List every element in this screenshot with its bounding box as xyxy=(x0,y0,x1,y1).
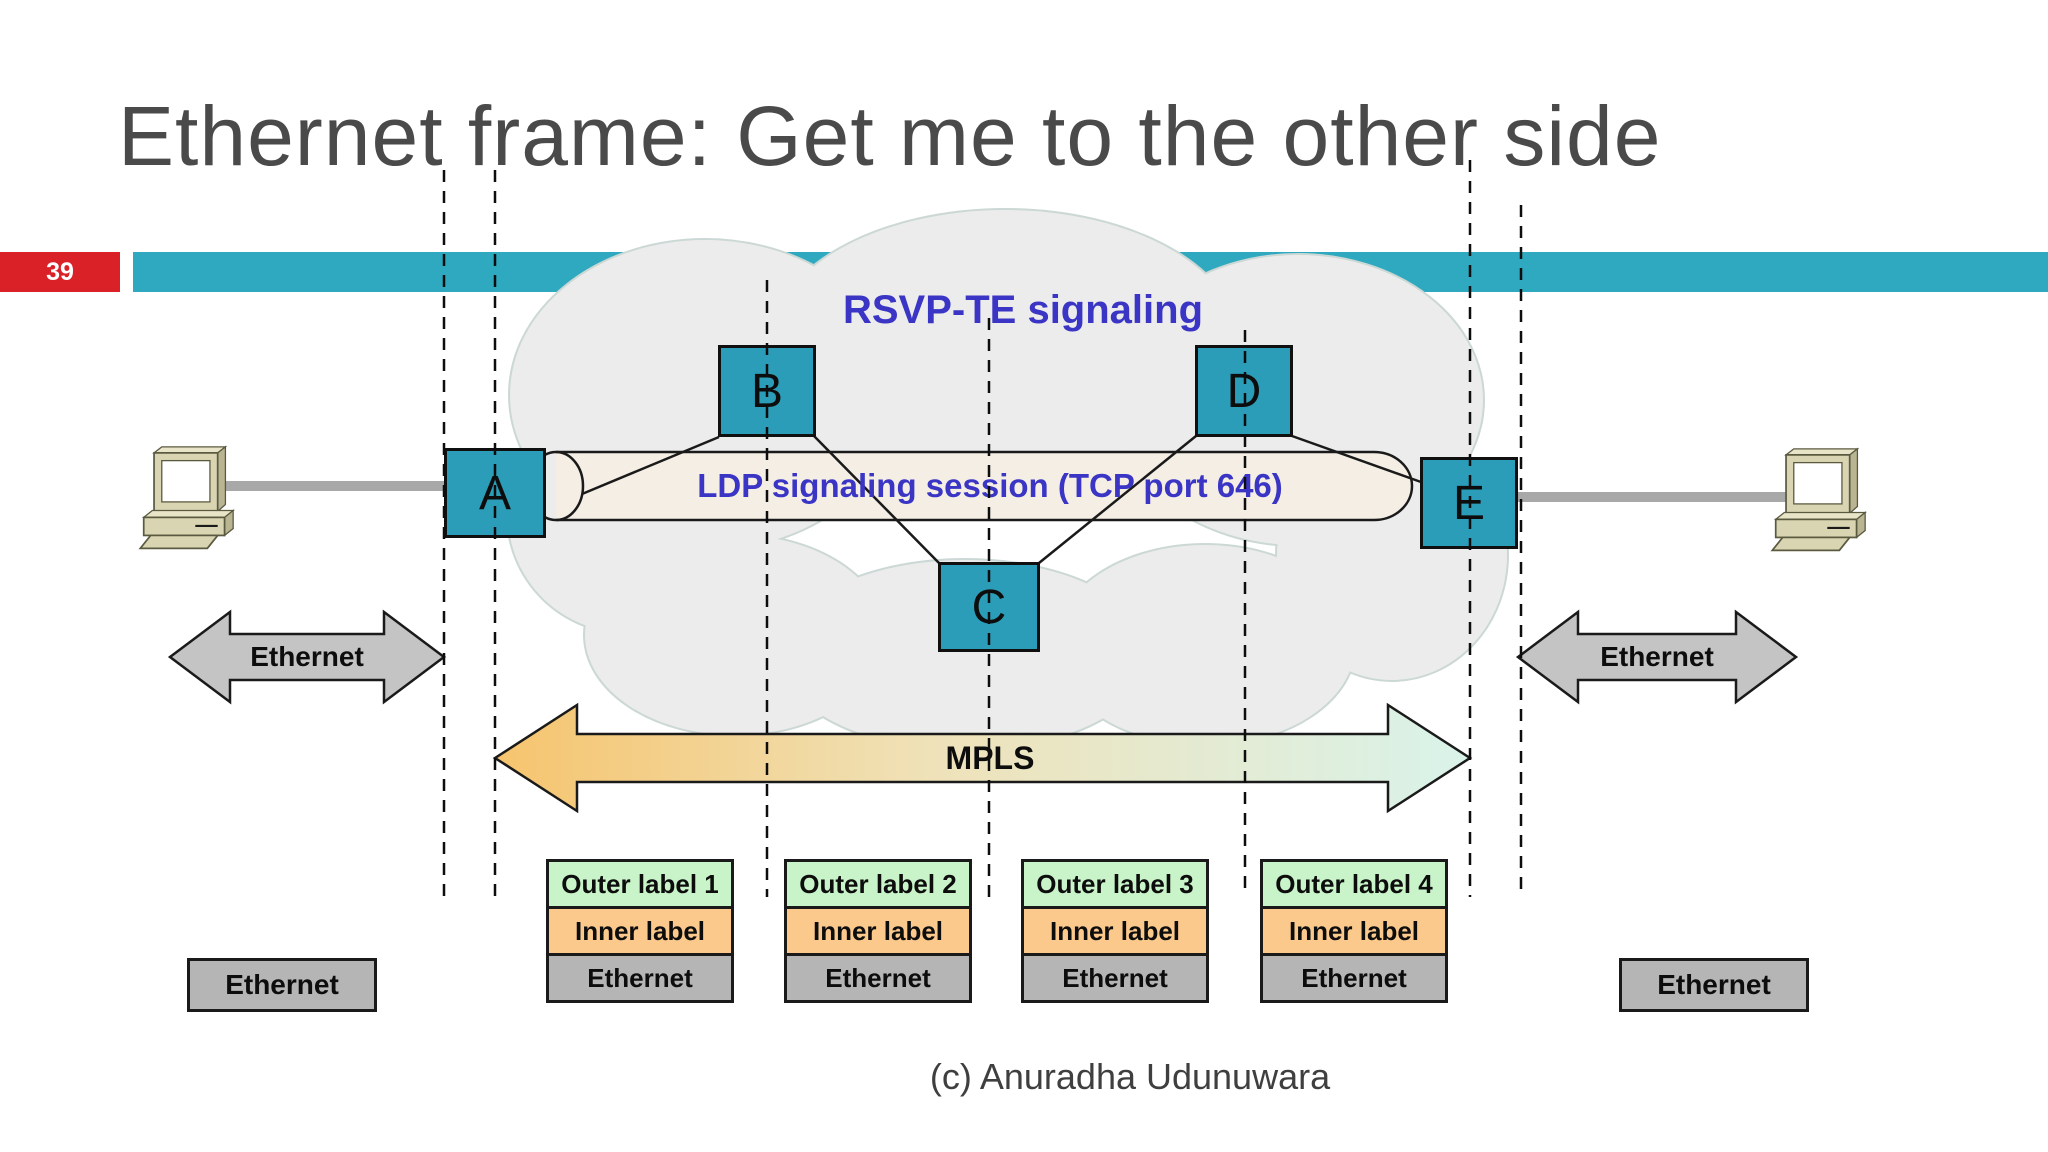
node-c-label: C xyxy=(971,580,1007,634)
frame-stack-2: Outer label 2 Inner label Ethernet xyxy=(784,859,972,1003)
ethernet-left-label: Ethernet xyxy=(250,641,364,672)
link-a-b xyxy=(581,435,720,496)
ethernet-frame-right: Ethernet xyxy=(1619,958,1809,1012)
node-b: B xyxy=(718,345,816,437)
rsvp-te-label: RSVP-TE signaling xyxy=(842,288,1204,332)
node-links xyxy=(581,434,1422,564)
copyright-footer: (c) Anuradha Udunuwara xyxy=(929,1056,1331,1097)
inner-label-cell: Inner label xyxy=(1260,906,1448,956)
frame-stack-4: Outer label 4 Inner label Ethernet xyxy=(1260,859,1448,1003)
ethernet-cell: Ethernet xyxy=(784,953,972,1003)
ethernet-right-label: Ethernet xyxy=(1600,641,1714,672)
ethernet-frame-left: Ethernet xyxy=(187,958,377,1012)
outer-label-cell: Outer label 1 xyxy=(546,859,734,909)
ethernet-cell: Ethernet xyxy=(1021,953,1209,1003)
ethernet-arrow-right xyxy=(1515,609,1799,705)
ethernet-cell: Ethernet xyxy=(1260,953,1448,1003)
slide-title: Ethernet frame: Get me to the other side xyxy=(118,89,1662,183)
wire-right xyxy=(1514,492,1814,502)
inner-label-cell: Inner label xyxy=(1021,906,1209,956)
link-d-e xyxy=(1291,434,1422,484)
frame-stack-1: Outer label 1 Inner label Ethernet xyxy=(546,859,734,1003)
slide-number: 39 xyxy=(46,257,74,286)
frame-stack-3: Outer label 3 Inner label Ethernet xyxy=(1021,859,1209,1003)
ethernet-cell: Ethernet xyxy=(546,953,734,1003)
slide-number-badge: 39 xyxy=(0,252,120,292)
wire-left xyxy=(216,481,448,491)
link-b-c xyxy=(813,435,940,564)
inner-label-cell: Inner label xyxy=(546,906,734,956)
outer-label-cell: Outer label 3 xyxy=(1021,859,1209,909)
ldp-session-pipe xyxy=(556,450,1414,522)
link-c-d xyxy=(1038,435,1197,564)
